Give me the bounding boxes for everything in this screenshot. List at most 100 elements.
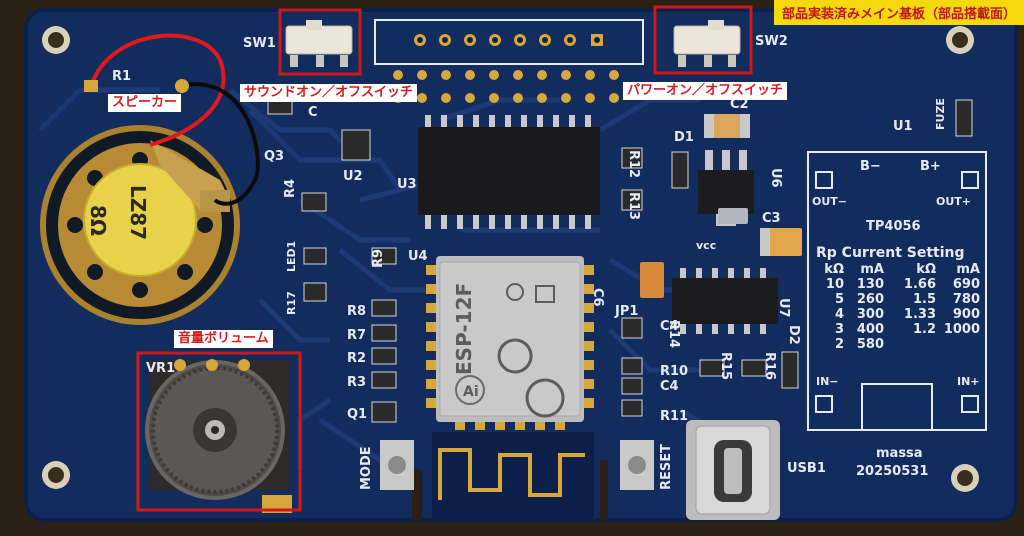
label-u4: U4 — [408, 249, 428, 264]
label-q1: Q1 — [347, 407, 368, 422]
label-c3: C3 — [762, 211, 781, 226]
label-r4: R4 — [283, 178, 298, 198]
speaker-wire-red — [90, 33, 226, 147]
tp4056-table-row: 5 260 1.5 780 — [816, 292, 984, 307]
tp4056-table-cell — [884, 337, 936, 352]
esp12f-module: Ai — [426, 256, 594, 430]
tp4056-out-minus: OUT− — [812, 195, 848, 208]
label-c2: C2 — [730, 97, 749, 112]
label-c6: C6 — [590, 288, 605, 307]
label-r8: R8 — [347, 304, 367, 319]
speaker-marking-ohm: 8Ω — [86, 205, 110, 236]
label-u1: U1 — [893, 119, 913, 134]
label-vcc: vcc — [696, 239, 717, 252]
tp4056-table-cell: 10 — [825, 277, 844, 292]
tp4056-out-plus: OUT+ — [936, 195, 972, 208]
label-r15: R15 — [718, 352, 733, 381]
tp4056-table-cell: 780 — [952, 292, 980, 307]
th-ma-2: mA — [956, 262, 980, 277]
label-author: massa — [876, 446, 923, 461]
tp4056-table-cell: 1.2 — [912, 322, 936, 337]
label-r16: R16 — [762, 352, 777, 381]
tp4056-table-cell: 900 — [952, 307, 980, 322]
smd-parts — [267, 95, 973, 423]
tp4056-table-cell: 690 — [952, 277, 980, 292]
label-sw2: SW2 — [755, 34, 788, 49]
label-jp1: JP1 — [615, 304, 639, 319]
sw1-switch — [285, 25, 353, 55]
label-c: C — [308, 105, 318, 120]
label-u7: U7 — [776, 298, 791, 318]
usb-c-connector — [686, 420, 780, 520]
tp4056-table-cell: 1.5 — [912, 292, 936, 307]
speaker — [40, 125, 240, 325]
tp4056-table-title: Rp Current Setting — [816, 245, 965, 261]
tp4056-outline — [807, 151, 987, 431]
label-r11: R11 — [660, 409, 689, 424]
label-r7: R7 — [347, 328, 367, 343]
tp4056-table-cell: 1.66 — [903, 277, 936, 292]
tp4056-table-cell: 2 — [834, 337, 844, 352]
reset-button — [620, 440, 654, 490]
tp4056-table-cell: 260 — [856, 292, 884, 307]
mode-button — [380, 440, 414, 490]
label-r9: R9 — [371, 248, 386, 268]
label-u6: U6 — [768, 168, 783, 188]
c3-capacitor — [760, 228, 802, 256]
callout-sound-switch: サウンドオン／オフスイッチ — [240, 84, 418, 103]
c6-capacitor — [640, 262, 664, 298]
tp4056-in-minus: IN− — [816, 375, 839, 388]
label-date: 20250531 — [856, 464, 929, 479]
label-r2: R2 — [347, 351, 367, 366]
tp4056-in-plus: IN+ — [957, 375, 980, 388]
title-banner: 部品実装済みメイン基板（部品搭載面） — [773, 0, 1024, 25]
label-r3: R3 — [347, 375, 367, 390]
label-r12: R12 — [626, 150, 641, 179]
label-u2: U2 — [343, 169, 363, 184]
label-vr1: VR1 — [146, 361, 176, 376]
callout-power-switch: パワーオン／オフスイッチ — [623, 82, 788, 101]
speaker-marking-model: LZ87 — [126, 185, 150, 241]
label-r14: R14 — [666, 320, 681, 349]
label-r1: R1 — [112, 69, 132, 84]
label-q3: Q3 — [264, 149, 285, 164]
label-u3: U3 — [397, 177, 417, 192]
tp4056-title: TP4056 — [866, 219, 921, 234]
label-d2: D2 — [786, 325, 801, 345]
tp4056-table-cell: 400 — [856, 322, 884, 337]
mounting-holes — [42, 26, 979, 492]
tp4056-table-cell: 1.33 — [903, 307, 936, 322]
label-r10: R10 — [660, 364, 689, 379]
sw2-highlight-box — [653, 5, 753, 75]
tp4056-table-cell: 580 — [856, 337, 884, 352]
c2-capacitor — [704, 114, 750, 138]
label-mode: MODE — [359, 446, 374, 490]
label-c4: C4 — [660, 319, 679, 334]
th-kohm-2: kΩ — [916, 262, 936, 277]
tp4056-table-cell: 4 — [834, 307, 844, 322]
tp4056-table-cell — [936, 337, 980, 352]
label-sw1: SW1 — [243, 36, 276, 51]
tp4056-table-cell: 300 — [856, 307, 884, 322]
label-r17: R17 — [285, 291, 298, 315]
u3-chip — [418, 115, 600, 229]
tp4056-table-row: 2 580 — [816, 337, 984, 352]
tp4056-table-cell: 5 — [834, 292, 844, 307]
via-grid — [393, 70, 619, 103]
volume-potentiometer — [145, 359, 292, 513]
callout-speaker: スピーカー — [108, 94, 182, 113]
speaker-wire-black — [184, 82, 260, 206]
label-r13: R13 — [626, 192, 641, 221]
tp4056-b-plus: B+ — [920, 159, 941, 174]
callout-volume: 音量ボリューム — [174, 330, 273, 349]
u7-chip — [672, 268, 778, 334]
th-kohm-1: kΩ — [824, 262, 844, 277]
th-ma-1: mA — [860, 262, 884, 277]
esp-module-name: ESP-12F — [452, 282, 476, 375]
label-led1: LED1 — [285, 240, 298, 272]
